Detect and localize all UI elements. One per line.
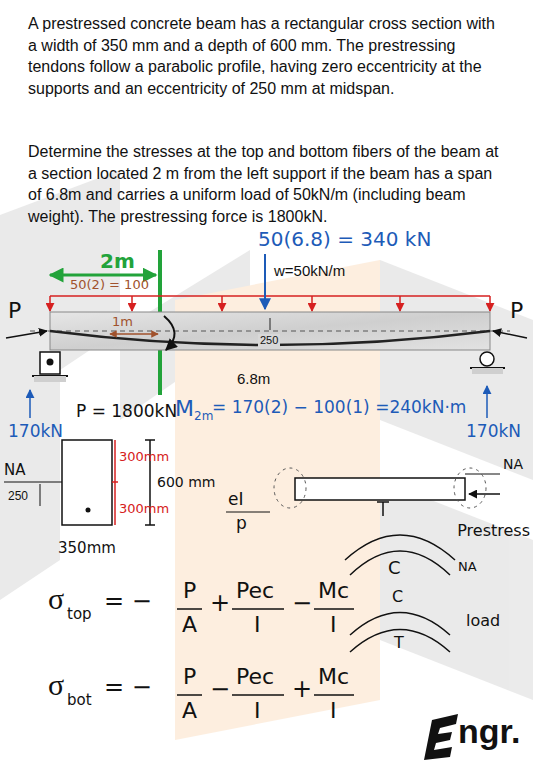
formula-subscript: bot [67, 692, 92, 709]
formula-denominator: A [182, 612, 197, 637]
formula-operator: = − [104, 588, 152, 616]
dimension-label: 300mm [119, 450, 169, 465]
section-distance: 2m [100, 250, 135, 273]
dimension-label: 600 mm [157, 474, 215, 490]
stress-zone: T [394, 634, 404, 652]
load-label: w=50kN/m [274, 262, 345, 279]
formula-denominator: A [182, 698, 197, 723]
formula-numerator: P [183, 578, 196, 603]
dimension-label: 350mm [58, 540, 116, 557]
formula-symbol: σ [48, 582, 64, 617]
problem-text: Determine the stresses at the top and bo… [28, 141, 506, 227]
formula-operator: + [292, 676, 312, 704]
eccentricity-label: 250 [258, 334, 280, 347]
formula-denominator: I [254, 698, 261, 723]
formula-operator: + [210, 590, 230, 618]
dimension-label: 300mm [119, 502, 169, 517]
formula-denominator: I [254, 612, 261, 637]
axis-label: NA [503, 456, 523, 472]
reaction-label: 170kN [8, 422, 63, 442]
stress-zone: C [388, 558, 401, 579]
formula-denominator: I [330, 612, 337, 637]
logo-text: ngr. [458, 712, 520, 751]
partial-load-note: 50(2) = 100 [70, 278, 149, 293]
reaction-label: 170kN [466, 422, 521, 442]
dimension-label: 1m [112, 315, 133, 330]
moment-equation: M [175, 396, 194, 421]
formula-denominator: I [330, 698, 337, 723]
force-label: P [510, 298, 523, 323]
watermark [0, 170, 533, 740]
formula-operator: − [292, 590, 312, 618]
eccentricity-symbol: eI [228, 490, 243, 510]
formula-numerator: Pec [236, 578, 274, 603]
stress-note: load [466, 612, 500, 630]
stress-note: Prestress [457, 522, 530, 540]
formula-symbol: σ [48, 668, 64, 703]
eccentricity-label: 250 [8, 490, 28, 504]
formula-numerator: Pec [236, 664, 274, 689]
force-symbol: p [236, 514, 247, 534]
axis-label: NA [4, 462, 25, 479]
formula-numerator: Mc [318, 578, 349, 603]
formula-numerator: P [183, 664, 196, 689]
formula-operator: = − [104, 674, 152, 702]
problem-text: A prestressed concrete beam has a rectan… [28, 13, 506, 99]
axis-label: NA [458, 560, 477, 575]
stress-zone: C [392, 588, 403, 606]
resultant-note: 50(6.8) = 340 kN [258, 228, 431, 251]
formula-operator: − [210, 676, 230, 704]
formula-numerator: Mc [318, 664, 349, 689]
force-label: P [8, 298, 21, 323]
formula-subscript: top [67, 606, 92, 623]
moment-subscript: 2m [194, 410, 213, 424]
force-value: P = 1800kN [76, 402, 177, 422]
moment-equation: = 170(2) − 100(1) =240kN·m [212, 398, 466, 418]
span-label: 6.8m [237, 370, 270, 387]
